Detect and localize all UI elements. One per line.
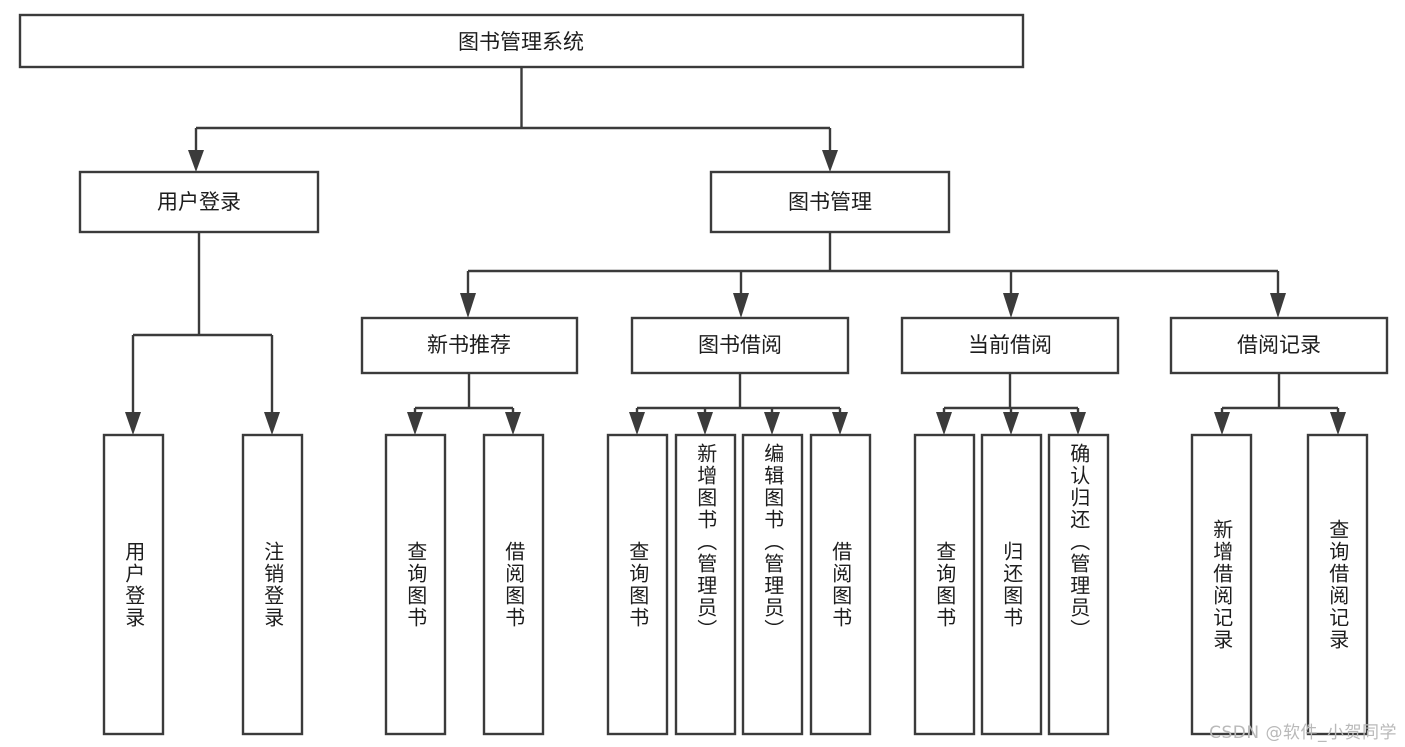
node-book-management-box: [709, 170, 951, 234]
node-root-book-management-system[interactable]: 图书管理系统: [18, 13, 1025, 69]
leaf-box-bb-add-book[interactable]: [674, 433, 737, 736]
node-current-borrow-box: [900, 316, 1120, 375]
node-root-box: [18, 13, 1025, 69]
arrow-head-bb-edit-book: [764, 412, 780, 435]
connectors: [125, 67, 1346, 435]
node-borrow-record-label: 借阅记录: [1237, 333, 1321, 357]
arrow-head-br-add-record: [1214, 412, 1230, 435]
leaf-box-nb-query-book[interactable]: [384, 433, 447, 736]
arrow-head-book-manage: [822, 150, 838, 172]
arrow-head-bb-borrow-book: [832, 412, 848, 435]
arrow-head-br-query-record: [1330, 412, 1346, 435]
arrow-head-leaf-user-login: [125, 412, 141, 435]
node-user-login[interactable]: 用户登录: [78, 170, 320, 234]
leaf-box-bb-query-book[interactable]: [606, 433, 669, 736]
leaf-box-cb-query-book[interactable]: [913, 433, 976, 736]
node-root-label: 图书管理系统: [458, 30, 584, 54]
arrow-head-cb-query-book: [936, 412, 952, 435]
leaf-boxes: [102, 433, 1369, 736]
node-user-login-box: [78, 170, 320, 234]
leaf-box-bb-edit-book[interactable]: [741, 433, 804, 736]
leaf-box-cb-return-book[interactable]: [980, 433, 1043, 736]
csdn-watermark: CSDN @软件_小贺同学: [1209, 723, 1397, 743]
arrow-head-current-borrow: [1003, 293, 1019, 318]
node-book-management[interactable]: 图书管理: [709, 170, 951, 234]
leaf-box-nb-borrow-book[interactable]: [482, 433, 545, 736]
leaf-box-br-query-record[interactable]: [1306, 433, 1369, 736]
arrow-head-borrow-books: [733, 293, 749, 318]
leaf-box-user-login[interactable]: [102, 433, 165, 736]
arrow-head-bb-add-book: [697, 412, 713, 435]
node-book-borrow[interactable]: 图书借阅: [630, 316, 850, 375]
arrow-head-user-login: [188, 150, 204, 172]
node-current-borrow[interactable]: 当前借阅: [900, 316, 1120, 375]
node-borrow-record-box: [1169, 316, 1389, 375]
arrow-head-new-books: [460, 293, 476, 318]
node-book-management-label: 图书管理: [788, 190, 872, 214]
arrow-head-bb-query-book: [629, 412, 645, 435]
node-new-book-recommend-box: [360, 316, 579, 375]
arrow-head-nb-query-book: [407, 412, 423, 435]
leaf-box-logout[interactable]: [241, 433, 304, 736]
leaf-box-bb-borrow-book[interactable]: [809, 433, 872, 736]
arrow-head-leaf-logout: [264, 412, 280, 435]
node-borrow-record[interactable]: 借阅记录: [1169, 316, 1389, 375]
arrow-head-cb-confirm-return: [1070, 412, 1086, 435]
node-book-borrow-label: 图书借阅: [698, 333, 782, 357]
arrow-head-nb-borrow-book: [505, 412, 521, 435]
arrow-head-cb-return-book: [1003, 412, 1019, 435]
leaf-box-br-add-record[interactable]: [1190, 433, 1253, 736]
node-new-book-recommend[interactable]: 新书推荐: [360, 316, 579, 375]
node-current-borrow-label: 当前借阅: [968, 333, 1052, 357]
node-user-login-label: 用户登录: [157, 190, 241, 214]
node-book-borrow-box: [630, 316, 850, 375]
leaf-box-cb-confirm-return[interactable]: [1047, 433, 1110, 736]
arrow-head-borrow-records: [1270, 293, 1286, 318]
node-new-book-recommend-label: 新书推荐: [427, 333, 511, 357]
